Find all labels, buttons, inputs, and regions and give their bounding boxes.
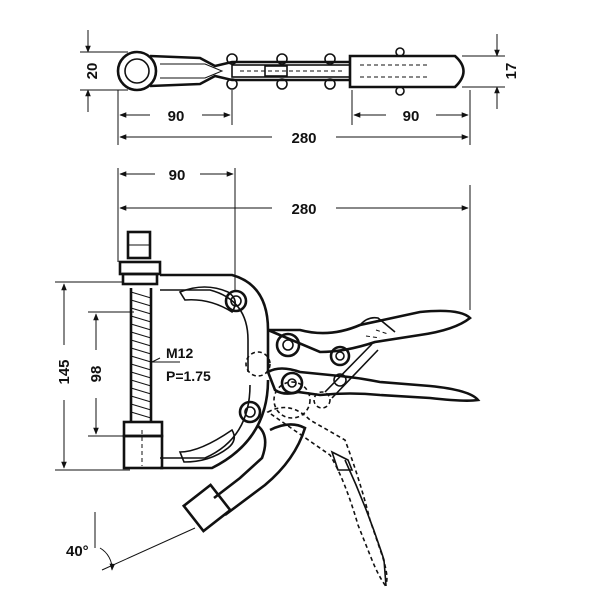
top-view-body [116, 47, 465, 96]
dim-side-top-overall: 280 [119, 201, 469, 218]
dim-height-left-label: 20 [84, 63, 101, 80]
dim-side-top-left-label: 90 [169, 167, 186, 184]
dim-span-left: 90 [119, 108, 231, 125]
dim-side-height-inner: 98 [88, 311, 134, 437]
release-lever [266, 406, 388, 587]
angle-label: 40° [66, 543, 89, 560]
dim-side-height-inner-label: 98 [88, 366, 105, 383]
side-view: 90 280 145 98 [55, 167, 481, 587]
dim-side-height-outer-label: 145 [56, 359, 73, 384]
angle-dimension: 40° [66, 512, 196, 571]
top-view: 20 17 90 90 280 [80, 30, 520, 147]
upper-handle [245, 309, 472, 377]
clamp-spindle [118, 230, 164, 470]
dim-span-right-label: 90 [403, 108, 420, 125]
dim-side-top-left: 90 [119, 167, 234, 184]
thread-pitch-label: P=1.75 [166, 368, 211, 384]
dim-height-right-label: 17 [503, 63, 520, 80]
dim-side-top-overall-label: 280 [291, 201, 316, 218]
dim-span-left-label: 90 [168, 108, 185, 125]
dim-span-right: 90 [353, 108, 469, 125]
linkage [266, 343, 481, 419]
clamp-frame [160, 273, 270, 470]
thread-size-label: M12 [166, 345, 193, 361]
dim-overall-top: 280 [119, 130, 469, 147]
dim-overall-top-label: 280 [291, 130, 316, 147]
dim-side-height-outer: 145 [55, 281, 130, 471]
dim-height-left: 20 [80, 30, 128, 112]
thread-callout: M12 P=1.75 [151, 345, 211, 384]
lower-jaw-arm [181, 423, 307, 533]
dim-height-right: 17 [462, 34, 520, 109]
